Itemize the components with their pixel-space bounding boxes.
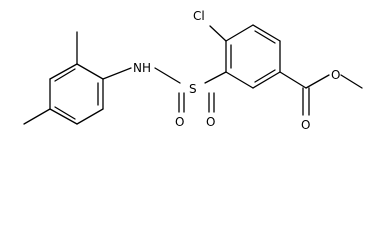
bond: [102, 67, 132, 80]
bond: [76, 108, 104, 125]
bond: [254, 69, 276, 83]
ester-oxygen-label: O: [331, 68, 340, 82]
chlorine-label: Cl: [193, 9, 205, 23]
bond: [279, 71, 307, 89]
bond: [252, 24, 281, 42]
sulfonyl-oxygen-right-label: O: [206, 115, 215, 129]
amine-label: NH: [133, 61, 151, 75]
bond: [23, 108, 51, 125]
bond: [305, 74, 330, 89]
sulfonyl-oxygen-left-label: O: [175, 115, 184, 129]
bond: [209, 25, 227, 42]
bond-lines: [23, 24, 363, 125]
sulfur-label: S: [189, 82, 197, 96]
bond: [252, 71, 281, 89]
bond: [54, 106, 76, 120]
bond: [49, 108, 78, 125]
bond: [225, 71, 254, 89]
bond: [204, 71, 227, 84]
carbonyl-oxygen-label: O: [301, 118, 310, 132]
bond: [154, 67, 181, 84]
bond: [76, 63, 104, 80]
bond: [340, 74, 363, 89]
atom-labels: Cl NH S O O O O: [133, 9, 340, 132]
bond: [54, 68, 76, 82]
bond: [254, 30, 276, 44]
chemical-structure-diagram: Cl NH S O O O O: [23, 9, 363, 132]
bond: [225, 24, 254, 42]
bond: [49, 63, 78, 80]
